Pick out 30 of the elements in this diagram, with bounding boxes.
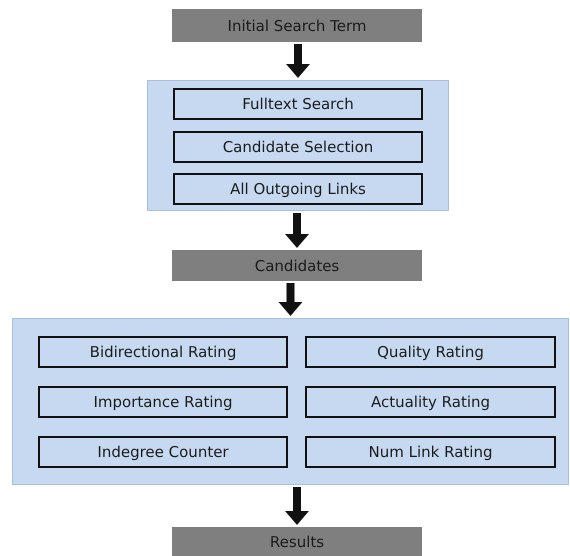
process-box (38, 336, 288, 368)
box-label: Quality Rating (377, 343, 484, 361)
process-box (38, 386, 288, 418)
arrow (278, 283, 302, 316)
box-label: Importance Rating (93, 393, 233, 411)
data-box (172, 250, 422, 281)
box-label: Results (270, 532, 324, 550)
data-box (172, 9, 422, 42)
box-label: Candidates (254, 256, 340, 274)
box-label: Fulltext Search (242, 95, 354, 113)
arrow (285, 487, 309, 525)
box-label: Indegree Counter (97, 443, 229, 461)
box-label: Num Link Rating (368, 443, 492, 461)
process-box (305, 386, 556, 418)
box-label: Bidirectional Rating (90, 343, 236, 361)
arrow (285, 213, 309, 248)
data-box (172, 527, 422, 556)
process-box (173, 88, 423, 120)
process-box (173, 173, 423, 205)
process-panel (12, 318, 569, 485)
box-label: All Outgoing Links (230, 180, 366, 198)
arrow (286, 44, 310, 78)
process-box (38, 436, 288, 468)
box-label: Candidate Selection (222, 138, 374, 156)
box-label: Actuality Rating (370, 393, 490, 411)
process-panel (147, 80, 449, 211)
box-label: Initial Search Term (228, 16, 366, 34)
process-box (173, 131, 423, 163)
process-box (305, 436, 556, 468)
process-box (305, 336, 556, 368)
